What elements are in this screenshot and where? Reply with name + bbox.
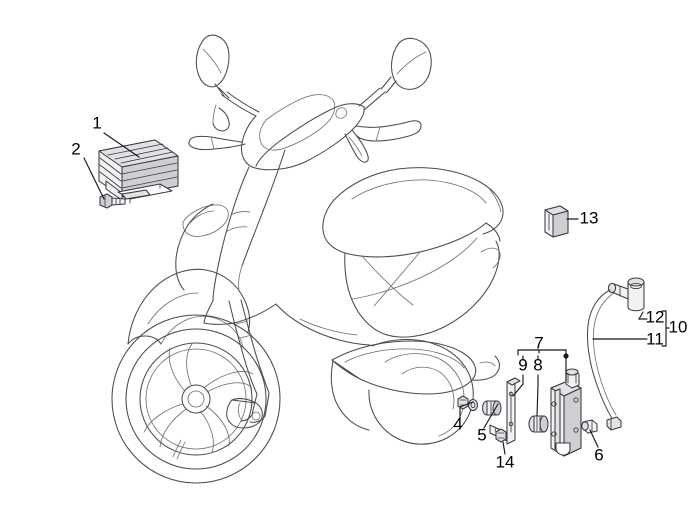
callout-8: 8 — [533, 355, 542, 374]
callout-5: 5 — [477, 425, 486, 444]
leader-12 — [638, 311, 648, 320]
callout-14: 14 — [496, 452, 515, 471]
leader-9 — [512, 374, 524, 397]
part-lower-nut — [495, 428, 507, 443]
callout-7: 7 — [534, 333, 543, 352]
part-coil-spacer — [528, 415, 549, 433]
scooter-illustration — [111, 34, 504, 484]
leader-1 — [103, 132, 140, 158]
front-fender — [127, 268, 251, 348]
leader-lines — [83, 132, 670, 455]
callout-labels: 1 2 4 5 6 7 8 9 10 11 12 13 14 — [71, 113, 687, 471]
part-spark-plug-cap — [607, 277, 645, 312]
callout-12: 12 — [646, 307, 665, 326]
front-fork — [226, 299, 270, 429]
leader-5 — [483, 403, 499, 429]
callout-13: 13 — [580, 208, 599, 227]
callout-9: 9 — [518, 355, 527, 374]
part-voltage-regulator — [98, 139, 179, 204]
callout-6: 6 — [594, 445, 603, 464]
leader-7-dot — [563, 353, 569, 359]
handlebar-cowl — [188, 94, 422, 171]
leader-4 — [459, 401, 474, 419]
part-ignition-coil — [550, 368, 582, 457]
right-mirror — [358, 37, 432, 111]
front-wheel — [111, 314, 281, 484]
leader-14 — [502, 441, 506, 455]
callout-10: 10 — [669, 317, 688, 336]
callout-11: 11 — [646, 329, 664, 348]
callout-4: 4 — [453, 414, 462, 433]
body-panels — [275, 167, 504, 346]
part-ht-cable — [587, 289, 622, 431]
left-mirror — [195, 34, 260, 117]
front-apron — [175, 149, 286, 325]
bracket-7 — [517, 349, 567, 356]
leader-8 — [536, 374, 539, 417]
part-nut-upper — [457, 395, 469, 410]
part-cdi-unit — [544, 205, 569, 238]
leader-6 — [589, 429, 599, 448]
part-cable-terminal — [581, 419, 598, 434]
callout-2: 2 — [71, 139, 80, 158]
leader-2 — [83, 157, 105, 200]
part-washer-upper — [467, 398, 502, 416]
callout-1: 1 — [92, 113, 101, 132]
